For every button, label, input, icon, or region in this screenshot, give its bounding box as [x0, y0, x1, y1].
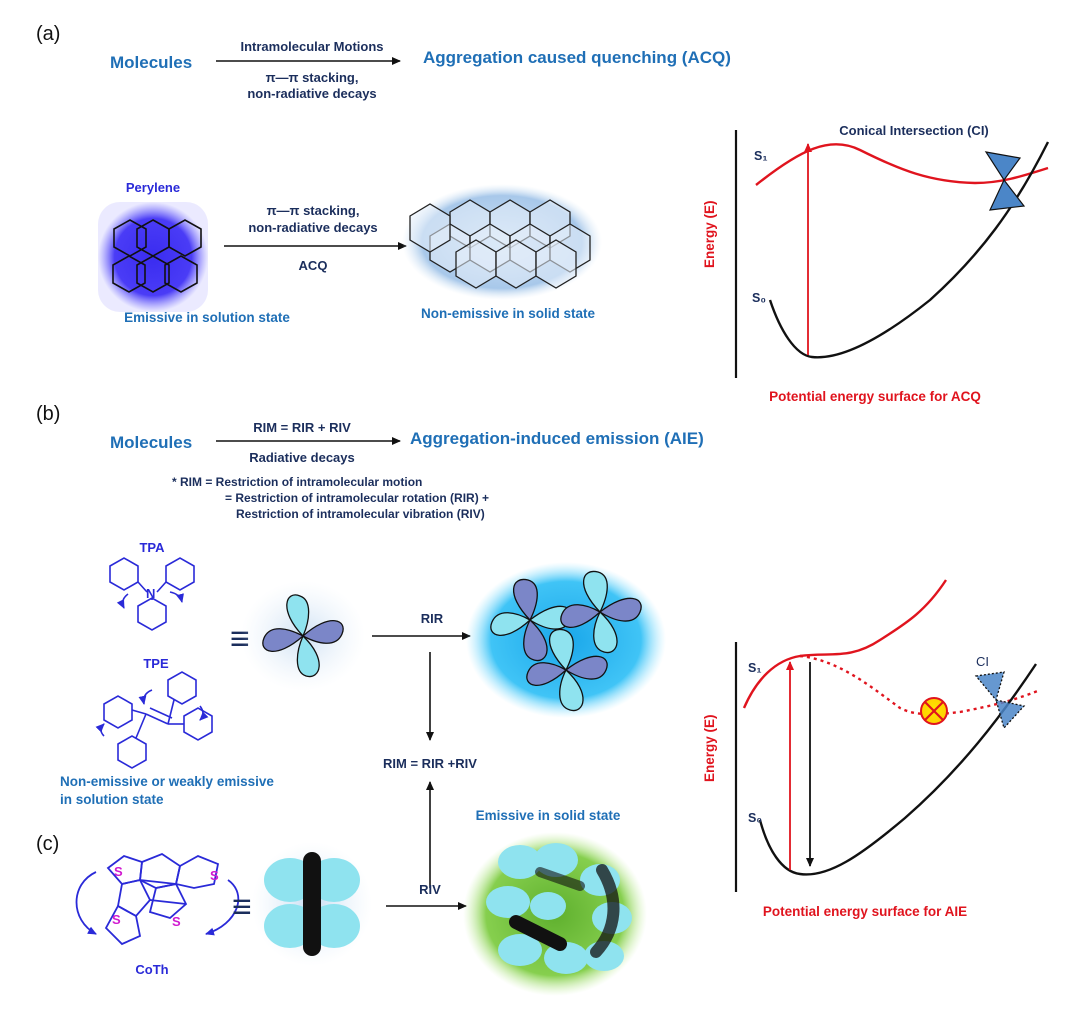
b-s0-curve	[758, 663, 1037, 876]
b-non-emissive-1: Non-emissive or weakly emissive	[60, 774, 274, 789]
b-ci-label: CI	[976, 654, 989, 669]
perylene-molecule	[98, 202, 208, 312]
coth-sulfur-3: S	[112, 912, 121, 927]
panel-label-b: (b)	[36, 403, 60, 425]
a-outcome-acq: Aggregation caused quenching (ACQ)	[423, 48, 731, 67]
propeller-aggregate-cyan	[466, 562, 666, 718]
tpa-molecule	[109, 557, 195, 631]
a-non-emissive-solid: Non-emissive in solid state	[421, 306, 596, 321]
energy-diagram-aie: Energy (E) S₁ S₀ CI Potential energy sur…	[702, 579, 1041, 919]
b-arrow-bottom-label: Radiative decays	[249, 450, 355, 465]
b-energy-axis-label: Energy (E)	[702, 714, 717, 782]
coth-sulfur-2: S	[210, 868, 219, 883]
rim-equation-label: RIM = RIR +RIV	[383, 756, 477, 771]
coth-sulfur-4: S	[172, 914, 181, 929]
butterfly-aggregate-green	[463, 832, 647, 996]
tpa-label: TPA	[139, 540, 165, 555]
a-energy-axis-label: Energy (E)	[702, 200, 717, 268]
panel-label-c: (c)	[36, 833, 59, 855]
b-energy-caption: Potential energy surface for AIE	[763, 904, 967, 919]
b-s1-label: S₁	[748, 661, 762, 675]
c-equivalence-symbol: ≡	[232, 888, 252, 926]
tpe-label: TPE	[143, 656, 169, 671]
blocked-pathway-icon	[920, 697, 948, 725]
energy-diagram-acq: Energy (E) S₁ S₀ Conical Intersection (C…	[702, 123, 1050, 404]
a-emissive-solution: Emissive in solution state	[124, 310, 290, 325]
a-s0-label: S₀	[752, 291, 766, 305]
a-energy-caption: Potential energy surface for ACQ	[769, 389, 981, 404]
propeller-single	[241, 581, 365, 691]
perylene-aggregate	[402, 184, 602, 300]
b-s0-label: S₀	[748, 811, 762, 825]
a-s1-label: S₁	[754, 149, 768, 163]
a-arrow-top-label: Intramolecular Motions	[240, 39, 383, 54]
rir-label: RIR	[421, 611, 444, 626]
a-ci-label: Conical Intersection (CI)	[839, 123, 989, 138]
a-perylene-arrow-label-3: ACQ	[299, 258, 328, 273]
b-rim-definition-2: = Restriction of intramolecular rotation…	[225, 491, 489, 505]
a-s0-curve	[768, 141, 1050, 359]
tpe-molecule	[95, 671, 213, 769]
coth-sulfur-1: S	[114, 864, 123, 879]
tpa-nitrogen: N	[146, 586, 155, 601]
b-non-emissive-2: in solution state	[60, 792, 164, 807]
coth-label: CoTh	[135, 962, 168, 977]
a-conical-intersection-icon	[984, 151, 1026, 211]
coth-molecule	[75, 852, 240, 946]
b-s1-curve	[742, 579, 948, 709]
panel-label-a: (a)	[36, 23, 60, 45]
b-arrow-top-label: RIM = RIR + RIV	[253, 420, 351, 435]
perylene-label: Perylene	[126, 180, 180, 195]
a-molecules-label: Molecules	[110, 53, 192, 72]
b-rim-definition-1: * RIM = Restriction of intramolecular mo…	[172, 475, 422, 489]
b-outcome-aie: Aggregation-induced emission (AIE)	[410, 429, 704, 448]
b-emissive-solid: Emissive in solid state	[476, 808, 621, 823]
b-rim-definition-3: Restriction of intramolecular vibration …	[236, 507, 485, 521]
riv-label: RIV	[419, 882, 441, 897]
a-arrow-bottom-label-2: non-radiative decays	[247, 86, 376, 101]
a-perylene-arrow-label-1: π—π stacking,	[267, 203, 360, 218]
butterfly-single	[252, 842, 372, 966]
a-perylene-arrow-label-2: non-radiative decays	[248, 220, 377, 235]
a-arrow-bottom-label-1: π—π stacking,	[266, 70, 359, 85]
b-conical-intersection-icon	[974, 671, 1026, 730]
b-molecules-label: Molecules	[110, 433, 192, 452]
